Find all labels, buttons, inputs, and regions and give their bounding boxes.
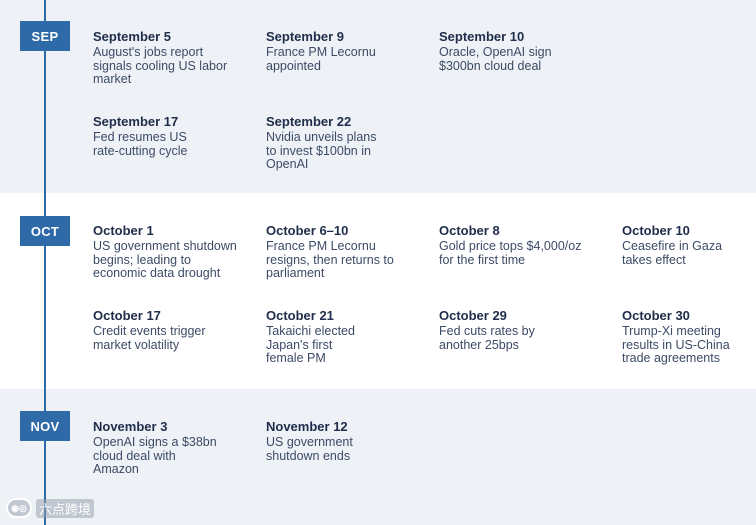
desc-line: US government shutdown [93, 239, 237, 253]
desc-line: begins; leading to [93, 252, 191, 267]
timeline-line [44, 0, 46, 525]
desc-line: OpenAI signs a $38bn [93, 435, 217, 449]
desc-line: resigns, then returns to [266, 252, 394, 267]
desc-line: Amazon [93, 462, 139, 476]
desc-line: OpenAI [266, 157, 309, 171]
event-desc: Takaichi elected Japan's first female PM [266, 324, 426, 366]
desc-line: Trump-Xi meeting [622, 324, 721, 338]
event-oct-6-10: October 6–10 France PM Lecornu resigns, … [266, 223, 426, 281]
desc-line: to invest $100bn in [266, 143, 371, 158]
event-date: October 17 [93, 308, 161, 323]
desc-line: Japan's first [266, 337, 333, 352]
event-sep-17: September 17 Fed resumes US rate-cutting… [93, 114, 253, 158]
desc-line: August's jobs report [93, 45, 204, 59]
desc-line: signals cooling US labor [93, 58, 228, 73]
event-date: September 17 [93, 114, 179, 129]
desc-line: parliament [266, 266, 325, 280]
event-oct-17: October 17 Credit events trigger market … [93, 308, 253, 352]
event-date: September 22 [266, 114, 352, 129]
sep-band [0, 0, 756, 193]
desc-line: Fed cuts rates by [439, 324, 535, 338]
event-date: November 3 [93, 419, 168, 434]
event-sep-9: September 9 France PM Lecornu appointed [266, 29, 426, 73]
event-desc: August's jobs report signals cooling US … [93, 45, 253, 87]
event-desc: France PM Lecornu resigns, then returns … [266, 239, 426, 281]
desc-line: Nvidia unveils plans [266, 130, 377, 144]
event-desc: US government shutdown begins; leading t… [93, 239, 253, 281]
event-date: October 6–10 [266, 223, 349, 238]
event-sep-22: September 22 Nvidia unveils plans to inv… [266, 114, 426, 172]
desc-line: Fed resumes US [93, 130, 187, 144]
desc-line: Gold price tops $4,000/oz [439, 239, 582, 253]
month-tag-nov: NOV [20, 411, 70, 441]
event-sep-5: September 5 August's jobs report signals… [93, 29, 253, 87]
desc-line: cloud deal with [93, 448, 176, 463]
event-desc: Nvidia unveils plans to invest $100bn in… [266, 130, 426, 172]
event-oct-21: October 21 Takaichi elected Japan's firs… [266, 308, 426, 366]
watermark: ◉◎ 六点跨境 [6, 498, 95, 518]
event-desc: Oracle, OpenAI sign $300bn cloud deal [439, 45, 599, 73]
month-tag-sep: SEP [20, 21, 70, 51]
event-date: October 10 [622, 223, 690, 238]
watermark-text: 六点跨境 [36, 498, 95, 518]
event-desc: Fed cuts rates by another 25bps [439, 324, 599, 352]
event-nov-3: November 3 OpenAI signs a $38bn cloud de… [93, 419, 253, 477]
event-date: September 10 [439, 29, 525, 44]
event-date: September 9 [266, 29, 345, 44]
desc-line: Takaichi elected [266, 324, 355, 338]
desc-line: Credit events trigger [93, 324, 206, 338]
event-desc: US government shutdown ends [266, 435, 426, 463]
event-desc: Fed resumes US rate-cutting cycle [93, 130, 253, 158]
event-desc: Ceasefire in Gaza takes effect [622, 239, 752, 267]
desc-line: Ceasefire in Gaza [622, 239, 723, 253]
desc-line: $300bn cloud deal [439, 58, 542, 73]
event-date: November 12 [266, 419, 348, 434]
desc-line: trade agreements [622, 351, 720, 365]
event-oct-29: October 29 Fed cuts rates by another 25b… [439, 308, 599, 352]
desc-line: shutdown ends [266, 448, 351, 463]
event-date: October 30 [622, 308, 690, 323]
event-desc: Credit events trigger market volatility [93, 324, 253, 352]
event-sep-10: September 10 Oracle, OpenAI sign $300bn … [439, 29, 599, 73]
desc-line: for the first time [439, 252, 526, 267]
event-date: October 8 [439, 223, 500, 238]
nov-band [0, 389, 756, 525]
event-desc: France PM Lecornu appointed [266, 45, 426, 73]
desc-line: rate-cutting cycle [93, 143, 188, 158]
desc-line: results in US-China [622, 337, 730, 352]
desc-line: another 25bps [439, 337, 519, 352]
event-desc: Trump-Xi meeting results in US-China tra… [622, 324, 752, 366]
event-date: September 5 [93, 29, 172, 44]
event-date: October 21 [266, 308, 334, 323]
event-desc: Gold price tops $4,000/oz for the first … [439, 239, 599, 267]
desc-line: France PM Lecornu [266, 239, 376, 253]
desc-line: appointed [266, 58, 321, 73]
desc-line: female PM [266, 351, 326, 365]
month-tag-oct: OCT [20, 216, 70, 246]
event-nov-12: November 12 US government shutdown ends [266, 419, 426, 463]
event-oct-1: October 1 US government shutdown begins;… [93, 223, 253, 281]
event-oct-10: October 10 Ceasefire in Gaza takes effec… [622, 223, 752, 267]
desc-line: takes effect [622, 252, 686, 267]
event-oct-30: October 30 Trump-Xi meeting results in U… [622, 308, 752, 366]
event-date: October 1 [93, 223, 154, 238]
event-oct-8: October 8 Gold price tops $4,000/oz for … [439, 223, 599, 267]
event-date: October 29 [439, 308, 507, 323]
desc-line: US government [266, 435, 353, 449]
desc-line: market volatility [93, 337, 180, 352]
desc-line: market [93, 72, 132, 86]
watermark-logo-icon: ◉◎ [6, 498, 32, 518]
event-desc: OpenAI signs a $38bn cloud deal with Ama… [93, 435, 253, 477]
desc-line: France PM Lecornu [266, 45, 376, 59]
desc-line: Oracle, OpenAI sign [439, 45, 552, 59]
desc-line: economic data drought [93, 266, 221, 280]
